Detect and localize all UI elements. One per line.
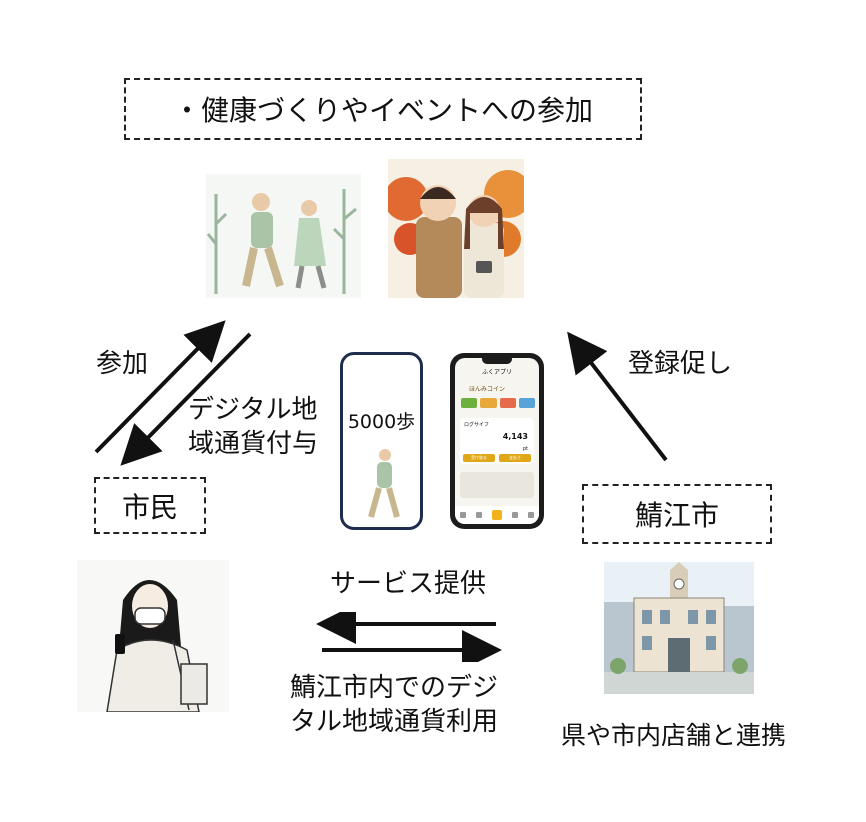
usage-label-line2: タル地域通貨利用 — [290, 707, 499, 737]
city-hall-illustration — [604, 562, 754, 694]
participation-box: ・健康づくりやイベントへの参加 — [124, 78, 642, 140]
phone-screen: ふくアプリ ほんみコイン ログサイフ 4,143 pt 受け取る 支払う — [455, 358, 539, 524]
tab-profile-icon[interactable] — [528, 512, 534, 518]
left-arrows — [94, 320, 252, 466]
menu-icon-4[interactable] — [518, 398, 535, 408]
usage-label-line1: 鯖江市内でのデジ — [290, 673, 499, 703]
participation-up-arrow — [94, 320, 226, 454]
participation-arrow-label: 参加 — [96, 349, 149, 379]
woman-with-phone-illustration — [77, 560, 229, 712]
citizen-label: 市民 — [121, 490, 178, 524]
phone-header: ふくアプリ — [481, 369, 512, 376]
phone-list-area — [460, 472, 534, 498]
couple-autumn-illustration — [388, 159, 524, 298]
phone-menu-icons — [461, 398, 535, 408]
currency-down-arrow — [120, 332, 252, 466]
currency-grant-label-line2: 域通貨付与 — [188, 429, 319, 459]
city-label: 鯖江市 — [634, 499, 719, 532]
menu-icon-2[interactable] — [480, 398, 497, 408]
tab-coupon-icon[interactable] — [512, 512, 518, 518]
city-caption: 県や市内店舗と連携 — [561, 721, 787, 750]
participation-label: ・健康づくりやイベントへの参加 — [172, 94, 593, 127]
balance-sub: pt — [522, 446, 528, 452]
app-phone-mockup: ふくアプリ ほんみコイン ログサイフ 4,143 pt 受け取る 支払う — [450, 353, 544, 529]
tab-home-icon[interactable] — [460, 512, 466, 518]
bottom-arrows — [316, 612, 502, 662]
tab-walk-icon[interactable] — [476, 512, 482, 518]
walking-person-icon — [368, 449, 400, 518]
step-count-card: 5000歩 — [340, 352, 423, 530]
phone-tab-bar — [455, 506, 539, 524]
balance-label: ログサイフ — [464, 422, 490, 428]
service-label: サービス提供 — [330, 569, 487, 599]
right-arrow — [567, 331, 668, 462]
step-count-text: 5000歩 — [347, 411, 416, 433]
pay-button[interactable]: 支払う — [499, 454, 531, 462]
citizen-box: 市民 — [94, 477, 206, 534]
walking-seniors-illustration — [206, 174, 361, 298]
tab-pay-icon[interactable] — [492, 510, 502, 520]
balance-value: 4,143 — [502, 432, 528, 441]
menu-icon-1[interactable] — [461, 398, 478, 408]
phone-notch — [482, 358, 512, 364]
currency-grant-label-line1: デジタル地 — [188, 395, 318, 425]
city-box: 鯖江市 — [582, 484, 772, 544]
registration-arrow-label: 登録促し — [628, 349, 733, 379]
phone-coin-title: ほんみコイン — [469, 386, 506, 393]
receive-button[interactable]: 受け取る — [463, 454, 495, 462]
phone-balance-card: ログサイフ 4,143 pt 受け取る 支払う — [460, 418, 534, 464]
menu-icon-3[interactable] — [499, 398, 516, 408]
registration-arrow — [567, 331, 668, 462]
